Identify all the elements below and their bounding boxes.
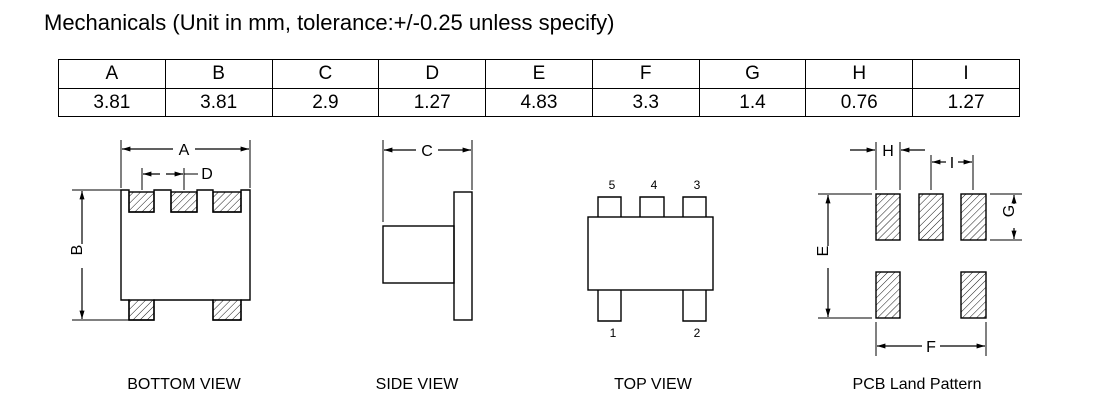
- top-view-caption: TOP VIEW: [614, 376, 693, 393]
- bottom-pad: [212, 191, 242, 213]
- table-header-cell: A: [58, 59, 166, 89]
- top-view-pin: [682, 290, 707, 322]
- table-value-cell: 2.9: [271, 87, 380, 117]
- top-view-pin: [597, 196, 622, 217]
- bottom-pad: [128, 191, 155, 213]
- dimension-label-d: D: [201, 166, 213, 183]
- side-view-lead: [453, 191, 473, 321]
- top-view-drawing: [587, 196, 714, 322]
- table-header-cell: G: [698, 59, 807, 89]
- pin-label: 1: [610, 326, 617, 340]
- table-value-cell: 3.81: [164, 87, 273, 117]
- dimensions-table: A B C D E F G H I 3.81 3.81 2.9 1.27 4.8…: [58, 59, 1020, 117]
- pin-label: 4: [651, 178, 658, 192]
- dimension-label-h: H: [882, 143, 894, 160]
- side-view-caption: SIDE VIEW: [376, 376, 460, 393]
- dimension-label-g: G: [1001, 205, 1018, 217]
- pin-label: 2: [694, 326, 701, 340]
- bottom-view-drawing: [72, 140, 251, 321]
- table-header-cell: F: [591, 59, 700, 89]
- pcb-land-pattern-caption: PCB Land Pattern: [853, 376, 982, 393]
- land-pad: [875, 271, 901, 319]
- bottom-pad: [128, 299, 155, 321]
- table-value-row: 3.81 3.81 2.9 1.27 4.83 3.3 1.4 0.76 1.2…: [58, 87, 1020, 117]
- dimension-label-i: I: [950, 155, 954, 172]
- bottom-pad: [212, 299, 242, 321]
- table-header-cell: H: [805, 59, 914, 89]
- top-view-body: [587, 216, 714, 291]
- dimension-label-e: E: [815, 246, 832, 257]
- dimension-label-b: B: [69, 245, 86, 256]
- table-header-row: A B C D E F G H I: [58, 59, 1020, 89]
- bottom-view-caption: BOTTOM VIEW: [127, 376, 241, 393]
- table-header-cell: E: [485, 59, 593, 89]
- pin-label: 5: [609, 178, 616, 192]
- top-view-pin: [597, 290, 622, 322]
- table-value-cell: 0.76: [805, 87, 914, 117]
- land-pad: [875, 193, 901, 241]
- land-pad: [960, 193, 987, 241]
- top-view-pin: [639, 196, 665, 217]
- bottom-pad: [170, 191, 198, 213]
- table-value-cell: 4.83: [485, 87, 593, 117]
- table-value-cell: 1.27: [912, 87, 1020, 117]
- top-view-pin: [682, 196, 707, 217]
- side-view-drawing: [382, 140, 473, 321]
- table-header-cell: B: [164, 59, 273, 89]
- dimension-label-a: A: [179, 142, 190, 159]
- table-header-cell: C: [271, 59, 380, 89]
- table-value-cell: 1.27: [378, 87, 487, 117]
- table-value-cell: 3.81: [58, 87, 166, 117]
- pcb-land-pattern-drawing: [818, 142, 1022, 356]
- table-value-cell: 1.4: [698, 87, 807, 117]
- table-value-cell: 3.3: [591, 87, 700, 117]
- dimension-label-f: F: [926, 339, 936, 356]
- pin-label: 3: [694, 178, 701, 192]
- page-heading: Mechanicals (Unit in mm, tolerance:+/-0.…: [44, 10, 615, 35]
- land-pad: [918, 193, 944, 241]
- side-view-body: [382, 225, 455, 284]
- land-pad: [960, 271, 987, 319]
- dimension-label-c: C: [421, 143, 433, 160]
